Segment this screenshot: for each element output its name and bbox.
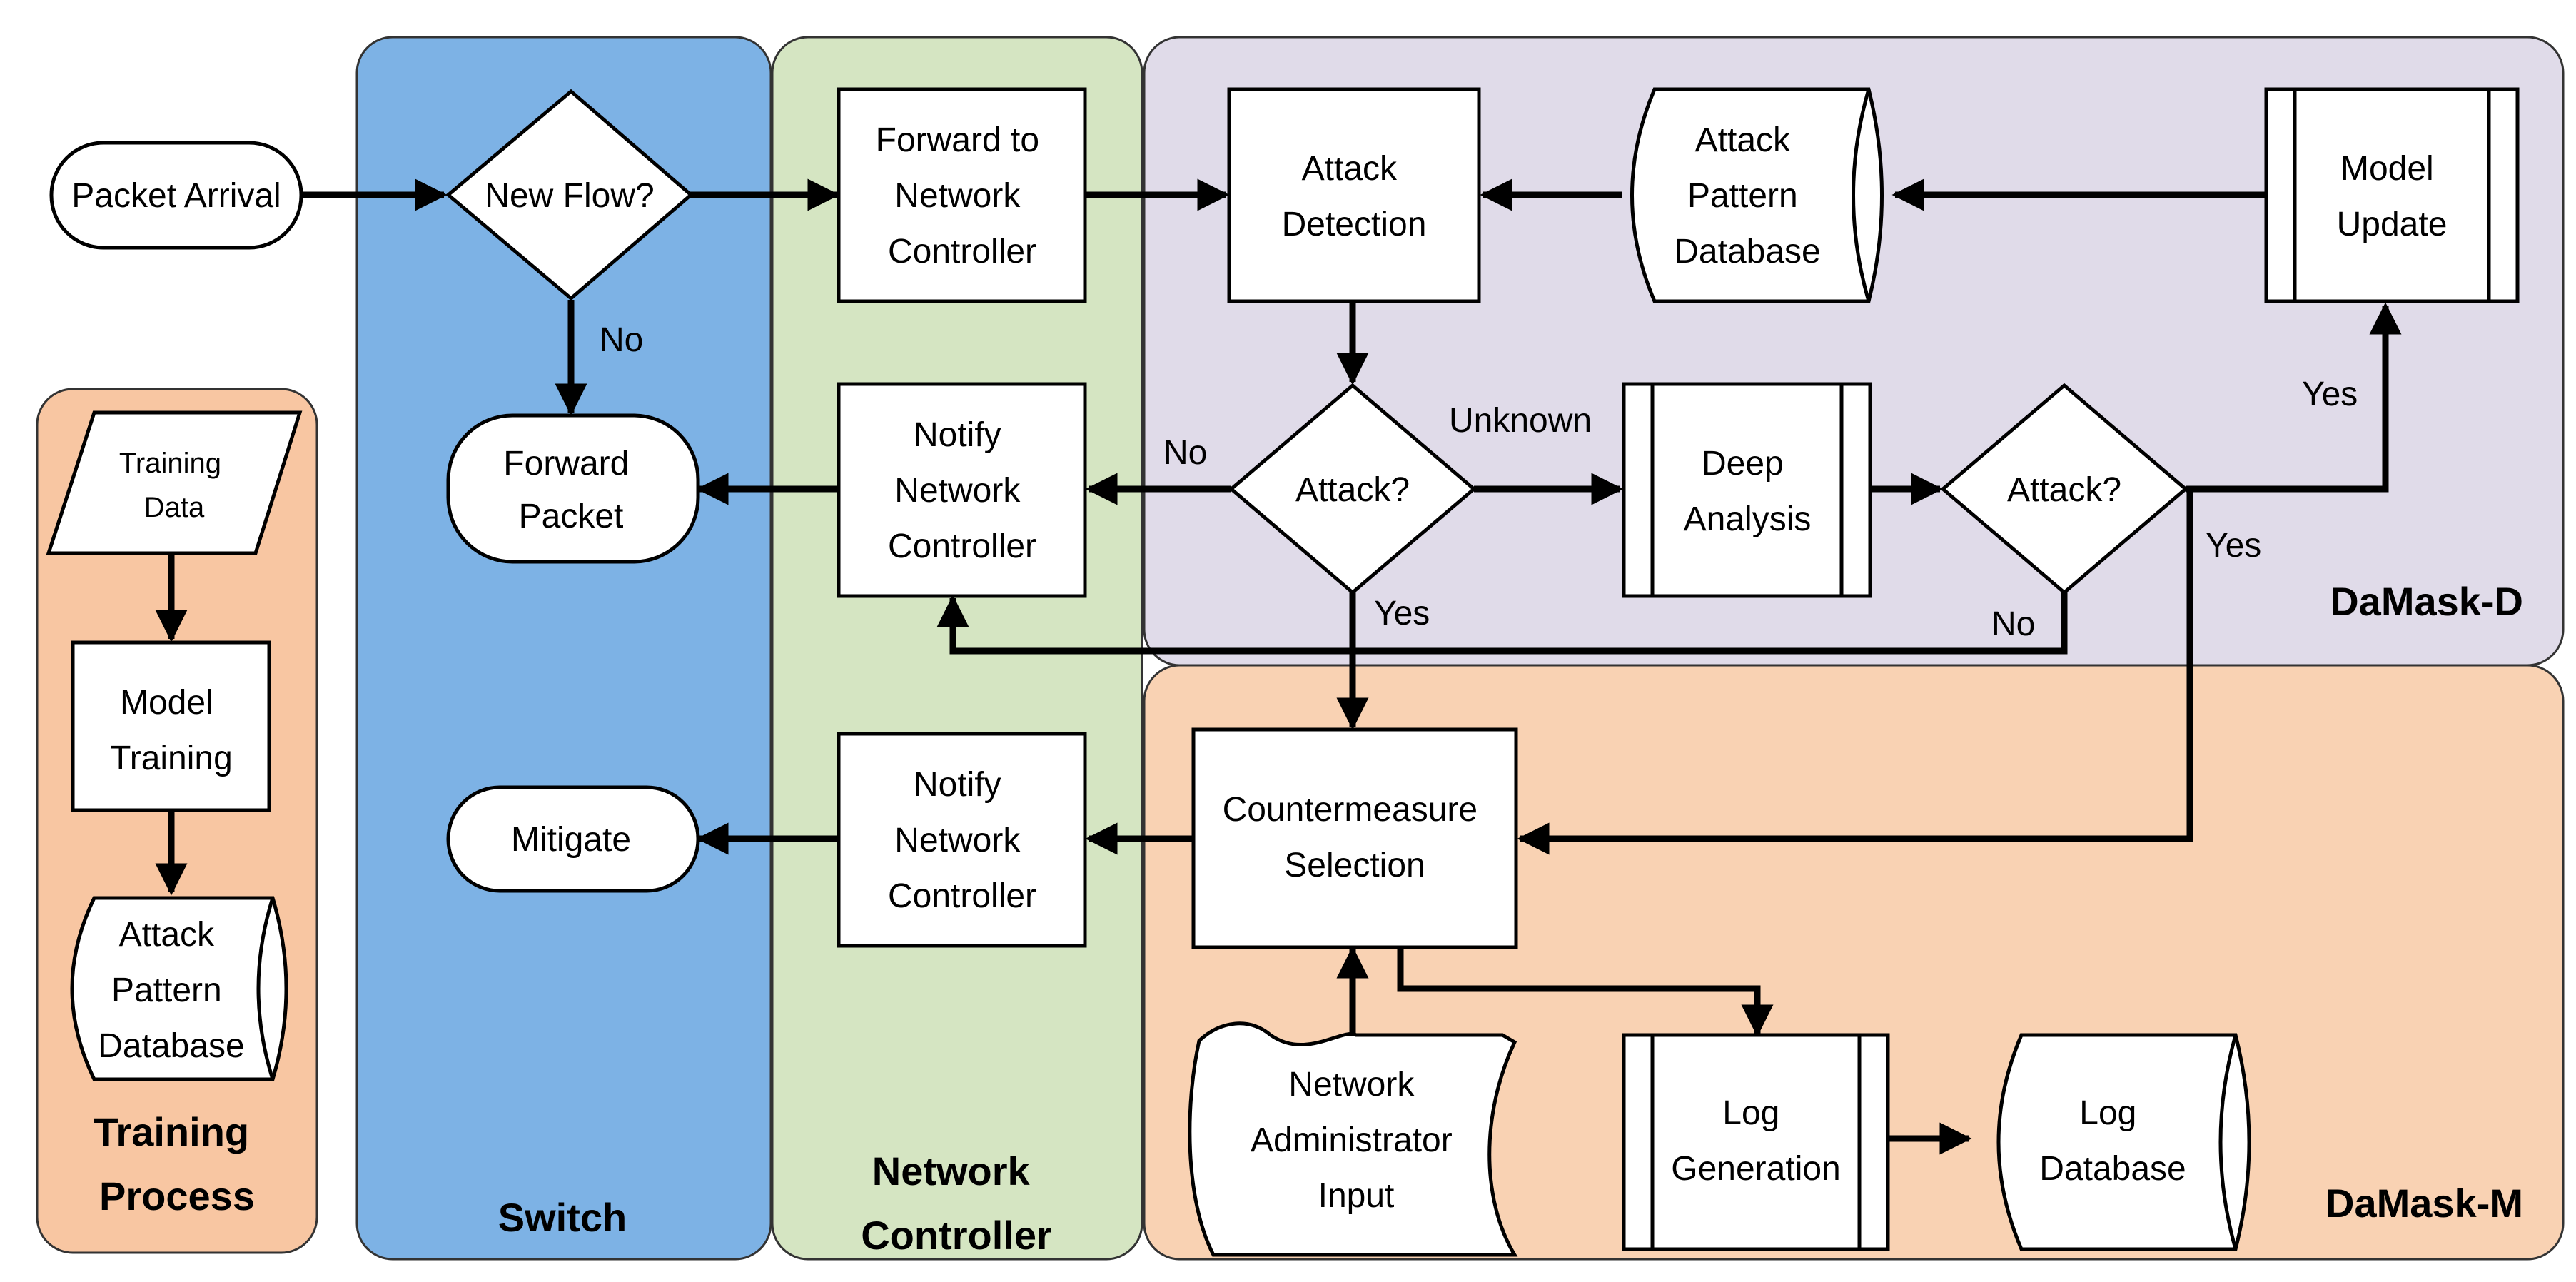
deep-analysis-label: Deep Analysis [1684, 445, 1812, 538]
admin-input-line3: Input [1318, 1177, 1395, 1215]
log-database-edge [2218, 1034, 2238, 1250]
notify-controller-2-label: Notify Network Controller [888, 766, 1036, 915]
training-data-line1: Training [119, 448, 221, 479]
model-training-node [71, 640, 271, 812]
model-update-line2: Update [2337, 206, 2448, 243]
attack-decision-1-label: Attack? [1295, 471, 1410, 509]
region-title-damask-m: DaMask-M [2325, 1181, 2523, 1226]
attack-decision-2-label: Attack? [2007, 471, 2121, 509]
forward-to-controller-line2: Network [894, 177, 1021, 215]
log-generation-line1: Log [1722, 1094, 1779, 1132]
admin-input-label: Network Administrator Input [1251, 1066, 1462, 1215]
new-flow-decision [445, 89, 694, 301]
attack-pattern-database-edge [1852, 89, 1871, 302]
notify-controller-2-line3: Controller [888, 877, 1036, 915]
attack-pattern-db-label: Attack Pattern Database [1674, 121, 1820, 271]
new-flow-label: New Flow? [485, 177, 654, 215]
attack-pattern-db-line3: Database [1674, 233, 1820, 271]
training-title-line1: Training [94, 1109, 249, 1154]
training-attack-db-label: Attack Pattern Database [98, 916, 244, 1065]
admin-input-line2: Administrator [1251, 1121, 1453, 1159]
region-switch [355, 36, 772, 1261]
mitigate-label: Mitigate [511, 821, 631, 859]
training-data-label: Training Data [119, 448, 229, 523]
edge-label-yes-counter: Yes [2206, 527, 2261, 565]
log-generation-node [1622, 1033, 1890, 1251]
model-training-line1: Model [120, 684, 213, 722]
region-title-switch: Switch [498, 1195, 627, 1240]
notify-controller-1-line1: Notify [914, 416, 1001, 454]
edge-label-unknown: Unknown [1449, 402, 1592, 440]
countermeasure-selection-node [1191, 727, 1518, 949]
deep-analysis-line1: Deep [1702, 445, 1784, 483]
notify-controller-1-node [837, 382, 1087, 598]
model-training-line2: Training [110, 740, 233, 777]
forward-to-controller-line1: Forward to [876, 121, 1039, 159]
attack-pattern-db-line2: Pattern [1687, 177, 1798, 215]
countermeasure-line1: Countermeasure [1223, 791, 1478, 829]
edge-countermeasure-to-log [1397, 946, 1774, 1037]
admin-input-node [1188, 1021, 1518, 1257]
log-database-line2: Database [2039, 1150, 2186, 1188]
model-update-label: Model Update [2337, 150, 2448, 243]
forward-to-controller-line3: Controller [888, 233, 1036, 271]
attack-detection-line1: Attack [1302, 150, 1398, 188]
mitigate-node [446, 785, 700, 893]
region-title-training: Training Process [94, 1109, 260, 1218]
notify-controller-2-node [837, 732, 1087, 948]
deep-analysis-node [1622, 382, 1872, 598]
notify-controller-1-label: Notify Network Controller [888, 416, 1036, 565]
edge-attack2-yes-to-update [2186, 302, 2402, 493]
edge-label-no-attack2: No [1991, 605, 2035, 643]
admin-input-line1: Network [1288, 1066, 1415, 1104]
forward-packet-line2: Packet [519, 498, 624, 535]
training-attack-db-line2: Pattern [111, 971, 222, 1009]
training-attack-db-line3: Database [98, 1027, 244, 1065]
attack-detection-line2: Detection [1282, 206, 1427, 243]
countermeasure-label: Countermeasure Selection [1223, 791, 1487, 884]
edge-attack2-no-to-notify1 [936, 592, 2068, 655]
attack-detection-label: Attack Detection [1282, 150, 1427, 243]
training-title-line2: Process [99, 1174, 255, 1218]
training-data-line2: Data [144, 492, 205, 523]
region-title-controller: Network Controller [861, 1149, 1052, 1258]
notify-controller-2-line1: Notify [914, 766, 1001, 804]
region-title-damask-d: DaMask-D [2330, 579, 2523, 624]
controller-title-line2: Controller [861, 1213, 1052, 1258]
training-attack-db-line1: Attack [119, 916, 215, 954]
attack-decision-1 [1228, 383, 1477, 595]
attack-pattern-db-line1: Attack [1695, 121, 1791, 159]
log-generation-label: Log Generation [1671, 1094, 1841, 1188]
attack-decision-2 [1940, 383, 2188, 595]
packet-arrival-label: Packet Arrival [71, 177, 281, 215]
forward-to-controller-node [837, 87, 1087, 303]
forward-packet-line1: Forward [503, 445, 629, 483]
edge-label-no-newflow: No [600, 321, 643, 359]
log-database-label: Log Database [2039, 1094, 2186, 1188]
model-update-line1: Model [2340, 150, 2434, 188]
model-training-label: Model Training [110, 684, 233, 777]
packet-arrival-node [49, 141, 303, 250]
deep-analysis-line2: Analysis [1684, 500, 1812, 538]
countermeasure-line2: Selection [1284, 847, 1425, 884]
log-database-line1: Log [2079, 1094, 2136, 1132]
notify-controller-1-line3: Controller [888, 528, 1036, 565]
notify-controller-2-line2: Network [894, 822, 1021, 859]
attack-detection-node [1227, 87, 1481, 303]
edge-label-yes-update: Yes [2302, 375, 2358, 413]
edge-label-yes-attack1: Yes [1374, 595, 1430, 632]
controller-title-line1: Network [872, 1149, 1031, 1193]
log-generation-line2: Generation [1671, 1150, 1841, 1188]
log-database-node [1996, 1033, 2251, 1251]
forward-packet-node [446, 413, 700, 564]
model-update-node [2264, 87, 2520, 303]
forward-packet-label: Forward Packet [503, 445, 638, 535]
forward-to-controller-label: Forward to Network Controller [876, 121, 1049, 271]
training-data-node [46, 410, 303, 555]
edge-label-no-attack1: No [1163, 434, 1207, 472]
training-attack-db-edge [256, 897, 275, 1080]
notify-controller-1-line2: Network [894, 472, 1021, 510]
